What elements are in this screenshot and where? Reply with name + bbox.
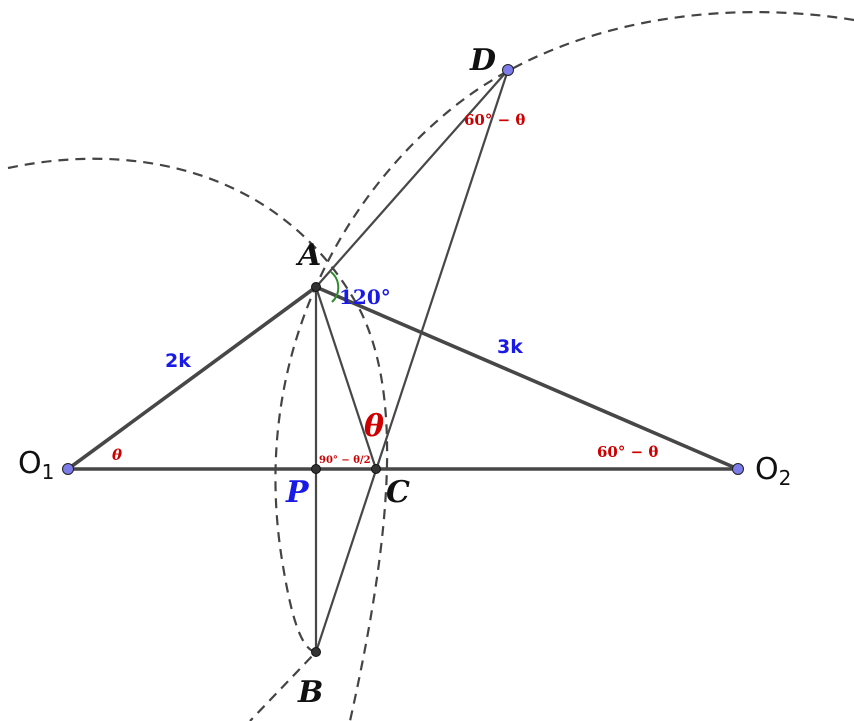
label-a: A — [295, 238, 321, 273]
label-d: D — [469, 43, 496, 78]
label-b: B — [297, 675, 323, 710]
point-a[interactable] — [311, 282, 321, 292]
angle-label-d: 60° − θ — [464, 111, 525, 129]
point-o1[interactable] — [62, 463, 74, 475]
point-b[interactable] — [311, 647, 321, 657]
label-c: C — [386, 475, 410, 510]
angle-label-o2: 60° − θ — [597, 443, 658, 461]
point-p[interactable] — [311, 464, 321, 474]
angle-label-a: 120° — [339, 285, 391, 309]
thick-lines — [66, 285, 740, 471]
label-o1: O1 — [18, 446, 54, 484]
angle-label-p: 90° − θ/2 — [319, 455, 371, 466]
length-label-o2a: 3k — [497, 336, 523, 358]
dashed-circles — [7, 10, 854, 721]
label-p: P — [285, 475, 310, 510]
length-label-o1a: 2k — [165, 350, 191, 372]
thin-lines — [314, 69, 510, 653]
segment-ad — [315, 69, 509, 288]
angle-arc-a — [330, 271, 340, 303]
point-d[interactable] — [502, 64, 514, 76]
label-o2: O2 — [755, 452, 791, 490]
segment-o1-a — [66, 285, 318, 471]
circle-o1-arc — [7, 157, 389, 721]
circle-o2-arc — [249, 10, 854, 721]
points — [62, 64, 744, 657]
angle-label-o1: θ — [112, 446, 122, 464]
point-o2[interactable] — [732, 463, 744, 475]
segment-ac — [314, 286, 378, 470]
point-c[interactable] — [371, 464, 381, 474]
segment-a-o2 — [314, 285, 740, 471]
angle-label-c: θ — [364, 409, 384, 444]
segment-db — [314, 69, 510, 653]
